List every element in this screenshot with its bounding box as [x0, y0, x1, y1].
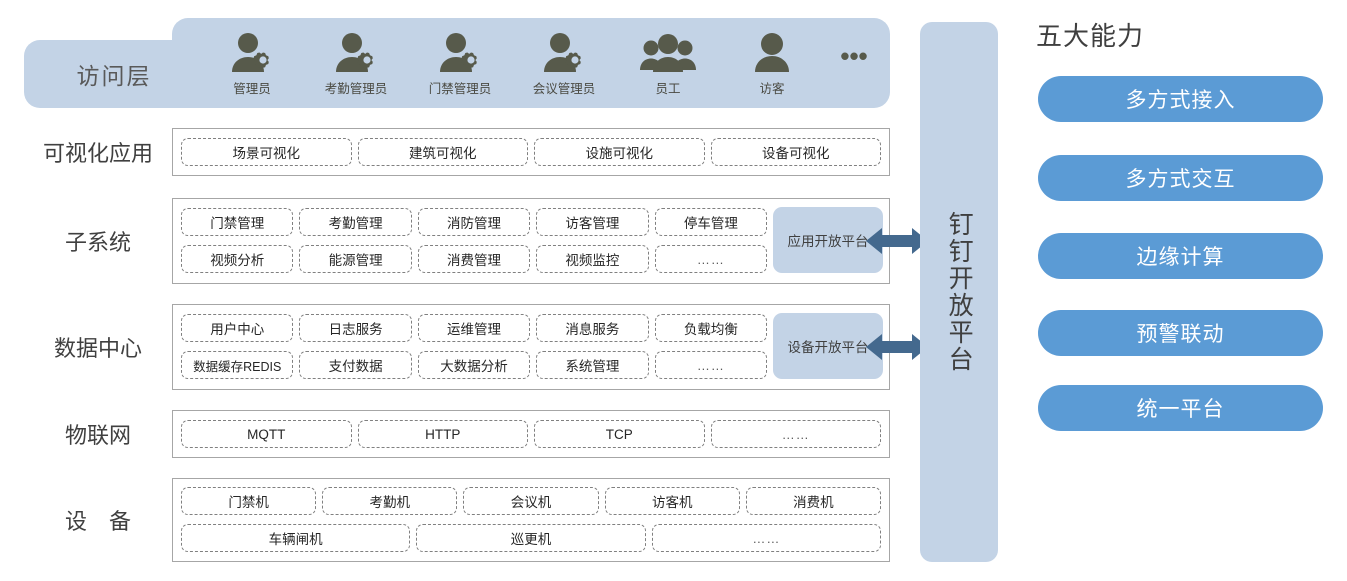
chip-row: 数据缓存REDIS 支付数据 大数据分析 系统管理 …… — [181, 351, 768, 379]
chip-http[interactable]: HTTP — [357, 420, 528, 448]
chip-message-service[interactable]: 消息服务 — [536, 314, 649, 342]
layer-box-iot: MQTT HTTP TCP …… — [172, 410, 890, 458]
persona-employee[interactable]: 员工 — [616, 32, 720, 97]
arrow-subsystem-to-dingtalk — [866, 224, 928, 258]
chip-row: 车辆闸机 巡更机 …… — [181, 524, 881, 552]
layer-box-device: 门禁机 考勤机 会议机 访客机 消费机 车辆闸机 巡更机 …… — [172, 478, 890, 562]
layer-label-device: 设 备 — [64, 509, 140, 534]
user-gear-icon — [333, 32, 379, 76]
access-layer-title: 访问层 — [76, 63, 152, 89]
chip-consumption-machine[interactable]: 消费机 — [745, 487, 882, 515]
chip-fire-management[interactable]: 消防管理 — [417, 208, 531, 236]
chip-attendance-management[interactable]: 考勤管理 — [299, 208, 412, 236]
chip-scene-visualization[interactable]: 场景可视化 — [181, 138, 352, 166]
persona-label: 访客 — [759, 81, 785, 96]
capability-multi-access[interactable]: 多方式接入 — [1038, 76, 1323, 122]
chip-attendance-machine[interactable]: 考勤机 — [322, 487, 458, 515]
layer-subsystem: 子系统 门禁管理 考勤管理 消防管理 访客管理 停车管理 视频分析 能源管理 消… — [24, 198, 890, 284]
chip-parking-management[interactable]: 停车管理 — [654, 208, 768, 236]
persona-label: 门禁管理员 — [428, 81, 492, 96]
chip-meeting-machine[interactable]: 会议机 — [463, 487, 599, 515]
chip-mqtt[interactable]: MQTT — [181, 420, 352, 448]
chip-user-center[interactable]: 用户中心 — [181, 314, 294, 342]
layer-box-visualization: 场景可视化 建筑可视化 设施可视化 设备可视化 — [172, 128, 890, 176]
chip-more[interactable]: …… — [654, 245, 768, 273]
chip-payment-data[interactable]: 支付数据 — [299, 351, 412, 379]
chip-visitor-machine[interactable]: 访客机 — [604, 487, 740, 515]
chip-log-service[interactable]: 日志服务 — [299, 314, 412, 342]
chip-tcp[interactable]: TCP — [534, 420, 705, 448]
chip-access-management[interactable]: 门禁管理 — [181, 208, 294, 236]
chip-row: 门禁管理 考勤管理 消防管理 访客管理 停车管理 — [181, 208, 768, 236]
persona-attendance-admin[interactable]: 考勤管理员 — [304, 32, 408, 97]
layer-iot: 物联网 MQTT HTTP TCP …… — [24, 410, 890, 458]
chip-ops-management[interactable]: 运维管理 — [417, 314, 531, 342]
persona-access-admin[interactable]: 门禁管理员 — [408, 32, 512, 97]
layer-datacenter: 数据中心 用户中心 日志服务 运维管理 消息服务 负载均衡 数据缓存REDIS … — [24, 304, 890, 390]
chip-consumption-management[interactable]: 消费管理 — [417, 245, 531, 273]
capabilities-panel: 五大能力 多方式接入 多方式交互 边缘计算 预警联动 统一平台 — [1020, 0, 1347, 581]
capability-multi-interaction[interactable]: 多方式交互 — [1038, 155, 1323, 201]
chip-load-balancing[interactable]: 负载均衡 — [654, 314, 768, 342]
chip-facility-visualization[interactable]: 设施可视化 — [534, 138, 705, 166]
chip-row: 视频分析 能源管理 消费管理 视频监控 …… — [181, 245, 768, 273]
persona-label: 管理员 — [233, 81, 271, 96]
layer-box-datacenter: 用户中心 日志服务 运维管理 消息服务 负载均衡 数据缓存REDIS 支付数据 … — [172, 304, 890, 390]
chip-energy-management[interactable]: 能源管理 — [299, 245, 412, 273]
chip-patrol-machine[interactable]: 巡更机 — [416, 524, 646, 552]
layer-label-iot: 物联网 — [64, 423, 131, 448]
chip-row: MQTT HTTP TCP …… — [181, 420, 881, 448]
chip-visitor-management[interactable]: 访客管理 — [536, 208, 649, 236]
chip-video-analysis[interactable]: 视频分析 — [181, 245, 294, 273]
dingtalk-open-platform-label: 钉钉开放平台 — [945, 211, 974, 373]
chip-access-machine[interactable]: 门禁机 — [181, 487, 317, 515]
architecture-stack: 访问层 管理员 — [24, 18, 928, 562]
persona-label: 考勤管理员 — [324, 81, 388, 96]
layer-visualization: 可视化应用 场景可视化 建筑可视化 设施可视化 设备可视化 — [24, 128, 890, 176]
capability-alarm-linkage[interactable]: 预警联动 — [1038, 310, 1323, 356]
device-open-platform-tab[interactable]: 设备开放平台 — [773, 313, 883, 379]
chip-row: 用户中心 日志服务 运维管理 消息服务 负载均衡 — [181, 314, 768, 342]
chip-row: 场景可视化 建筑可视化 设施可视化 设备可视化 — [181, 138, 881, 166]
chip-big-data-analysis[interactable]: 大数据分析 — [417, 351, 531, 379]
chip-data-cache-redis[interactable]: 数据缓存REDIS — [181, 351, 294, 379]
layer-box-subsystem: 门禁管理 考勤管理 消防管理 访客管理 停车管理 视频分析 能源管理 消费管理 … — [172, 198, 890, 284]
persona-label: 会议管理员 — [532, 81, 596, 96]
chip-row: 门禁机 考勤机 会议机 访客机 消费机 — [181, 487, 882, 515]
persona-label: 员工 — [655, 81, 681, 96]
dingtalk-open-platform-column[interactable]: 钉钉开放平台 — [920, 22, 998, 562]
chip-vehicle-gate[interactable]: 车辆闸机 — [181, 524, 411, 552]
user-group-icon — [640, 32, 696, 76]
user-gear-icon — [541, 32, 587, 76]
access-layer: 访问层 管理员 — [24, 18, 890, 108]
user-gear-icon — [437, 32, 483, 76]
layer-label-visualization: 可视化应用 — [42, 141, 153, 166]
persona-admin[interactable]: 管理员 — [200, 32, 304, 97]
arrow-datacenter-to-dingtalk — [866, 330, 928, 364]
user-gear-icon — [229, 32, 275, 76]
persona-list: 管理员 考勤管理员 — [200, 22, 890, 106]
chip-video-surveillance[interactable]: 视频监控 — [536, 245, 649, 273]
persona-meeting-admin[interactable]: 会议管理员 — [512, 32, 616, 97]
capabilities-title: 五大能力 — [1036, 21, 1145, 51]
layer-label-datacenter: 数据中心 — [53, 336, 142, 361]
chip-more[interactable]: …… — [654, 351, 768, 379]
chip-system-management[interactable]: 系统管理 — [536, 351, 649, 379]
app-open-platform-tab[interactable]: 应用开放平台 — [773, 207, 883, 273]
capability-unified-platform[interactable]: 统一平台 — [1038, 385, 1323, 431]
capability-edge-computing[interactable]: 边缘计算 — [1038, 233, 1323, 279]
chip-building-visualization[interactable]: 建筑可视化 — [357, 138, 528, 166]
layer-device: 设 备 门禁机 考勤机 会议机 访客机 消费机 车辆闸机 巡更机 …… — [24, 478, 890, 562]
chip-device-visualization[interactable]: 设备可视化 — [710, 138, 881, 166]
user-icon — [749, 32, 795, 76]
persona-more-icon[interactable]: ••• — [840, 41, 868, 71]
chip-more[interactable]: …… — [651, 524, 881, 552]
persona-visitor[interactable]: 访客 — [720, 32, 824, 97]
chip-more[interactable]: …… — [710, 420, 881, 448]
layer-label-subsystem: 子系统 — [64, 230, 131, 255]
